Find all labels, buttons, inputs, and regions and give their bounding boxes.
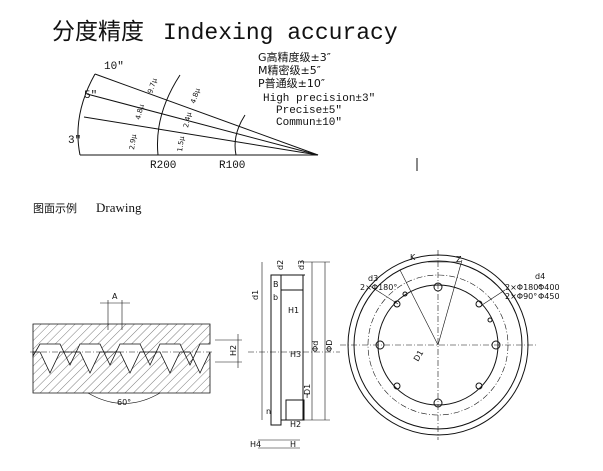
legend-cn-0: G高精度级±3″ (258, 50, 331, 64)
value-label-2-4: 2.4μ (182, 111, 193, 128)
angle-arc-60 (87, 392, 161, 404)
title-en: Indexing accuracy (163, 20, 398, 46)
bolt-hole (433, 398, 443, 408)
bolt-hole (475, 382, 483, 390)
front-label-k: K (410, 253, 416, 262)
fan-ray-3 (83, 116, 319, 156)
legend-en-2: Commun±10″ (276, 117, 342, 129)
dim-label-60: 60° (117, 398, 131, 407)
value-label-9-7: 9.7μ (146, 77, 159, 95)
sec-label-d2: d2 (276, 260, 285, 270)
title-cn: 分度精度 (52, 19, 144, 45)
bolt-hole (491, 340, 501, 350)
bolt-hole (393, 382, 401, 390)
front-label-d1: D1 (412, 349, 425, 363)
value-label-1-5: 1.5μ (176, 135, 186, 152)
drawing-caption-en: Drawing (96, 200, 142, 215)
front-label-2x90: 2×Φ90° (505, 292, 537, 301)
bolt-hole (433, 282, 443, 292)
sec-label-d3: d3 (297, 260, 306, 270)
fan-arc-r100 (234, 114, 246, 156)
radius-label-r100: R100 (219, 160, 245, 172)
drawing-caption-cn: 图面示例 (33, 201, 77, 215)
bolt-hole (375, 340, 385, 350)
angle-label-5: 5″ (84, 90, 97, 102)
sec-label-r: r (306, 391, 310, 400)
bolt-hole (393, 300, 401, 308)
accuracy-legend: G高精度级±3″ M精密级±5″ P普通级±10″ High precision… (258, 50, 375, 129)
sec-label-h1: H1 (288, 306, 299, 315)
ring-front-view: d3 2×Φ180° K Z d4 2×Φ180° 2×Φ90° Φ400 Φ4… (340, 250, 560, 440)
sec-label-d1: d1 (251, 290, 260, 300)
sec-label-h: H (290, 440, 296, 449)
fan-arc-outer (77, 73, 96, 156)
sec-label-d1-dim: D1 (303, 384, 312, 395)
sec-label-b-upper: B (273, 280, 279, 289)
legend-cn-1: M精密级±5″ (258, 63, 321, 77)
section-foot (285, 399, 305, 421)
sec-label-phi-d-inner: Φd (311, 341, 320, 352)
upper-tooth-block (32, 323, 211, 366)
bolt-hole (475, 300, 483, 308)
front-label-2x180-left: 2×Φ180° (360, 283, 397, 292)
dim-label-a: A (112, 292, 118, 301)
sec-label-n: n (266, 407, 271, 416)
angle-label-10: 10″ (104, 61, 124, 73)
tooth-profile-detail: A H2 60° (30, 292, 242, 407)
front-label-d4: d4 (535, 272, 545, 281)
sec-label-b-lower: b (273, 293, 278, 302)
front-label-d3: d3 (368, 274, 378, 283)
front-label-2x180-right: 2×Φ180° (505, 283, 542, 292)
pin-hole (487, 317, 493, 323)
front-label-phi450: Φ450 (538, 292, 560, 301)
front-label-z: Z (456, 255, 462, 264)
sec-label-h4: H4 (250, 440, 261, 449)
legend-cn-2: P普通级±10″ (258, 76, 325, 90)
legend-en-0: High precision±3″ (263, 93, 375, 105)
drawing-caption: 图面示例 Drawing (33, 200, 142, 215)
angle-label-3: 3″ (68, 135, 81, 147)
sec-label-h3: H3 (290, 350, 301, 359)
dim-label-h2: H2 (229, 345, 238, 356)
fan-ray-5 (86, 93, 319, 156)
accuracy-fan-diagram: 10″ 5″ 3″ R200 R100 9.7μ 4.8μ 2.9μ 4.8μ … (68, 61, 319, 172)
radius-label-r200: R200 (150, 160, 176, 172)
section-view: d1 d2 d3 H1 H3 H4 H2 H ΦD Φd B b D1 r n (248, 260, 340, 449)
front-label-phi400: Φ400 (538, 283, 560, 292)
legend-en-1: Precise±5″ (276, 105, 342, 117)
title: 分度精度 Indexing accuracy (52, 19, 398, 46)
fan-arc-r200 (157, 74, 181, 156)
ring-radius-line (399, 269, 439, 346)
value-label-2-9: 2.9μ (128, 133, 138, 150)
sec-label-phi-d-outer: ΦD (325, 340, 334, 352)
fan-ray-10 (94, 73, 319, 156)
lower-tooth-block (32, 351, 211, 394)
value-label-4-8b: 4.8μ (189, 87, 202, 105)
value-label-4-8a: 4.8μ (134, 103, 146, 121)
pin-hole (402, 291, 408, 297)
sec-label-h2: H2 (290, 420, 301, 429)
